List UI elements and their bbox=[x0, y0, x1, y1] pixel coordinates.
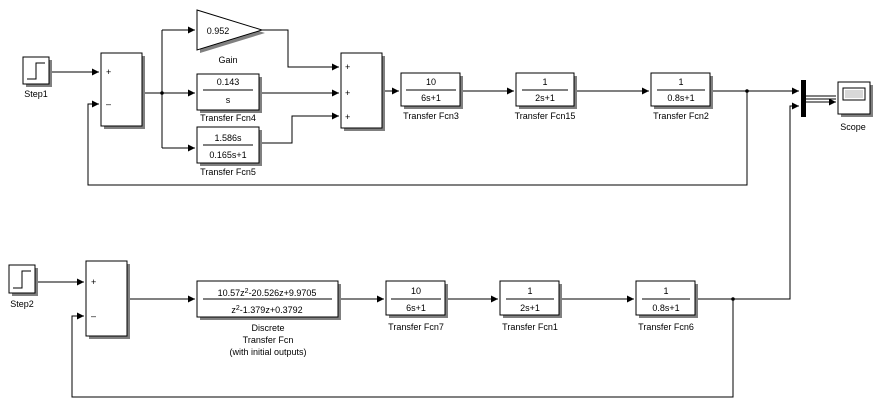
step2-block[interactable]: Step2 bbox=[8, 264, 38, 309]
scope-block[interactable]: Scope bbox=[837, 81, 873, 132]
tf15-label: Transfer Fcn15 bbox=[515, 111, 576, 121]
step2-label: Step2 bbox=[10, 299, 34, 309]
gain-block[interactable]: 0.952 Gain bbox=[196, 9, 265, 65]
dtf-label-line2: Transfer Fcn bbox=[243, 335, 294, 345]
tf7-denominator: 6s+1 bbox=[406, 303, 426, 313]
sum-top-block[interactable]: + – bbox=[100, 52, 145, 129]
dtf-denominator: z2-1.379z+0.3792 bbox=[231, 305, 302, 315]
tf5-denominator: 0.165s+1 bbox=[209, 150, 246, 160]
dtf-numerator: 10.57z2-20.526z+9.9705 bbox=[218, 288, 317, 298]
branch-point bbox=[745, 89, 749, 93]
transfer-fcn3-block[interactable]: 10 6s+1 Transfer Fcn3 bbox=[400, 72, 463, 121]
tf6-denominator: 0.8s+1 bbox=[652, 303, 679, 313]
tf6-numerator: 1 bbox=[663, 286, 668, 296]
sum-bottom-block[interactable]: + – bbox=[85, 260, 130, 339]
tf4-numerator: 0.143 bbox=[217, 77, 240, 87]
tf3-numerator: 10 bbox=[426, 77, 436, 87]
branch-point bbox=[160, 91, 164, 95]
sum-bottom-sign-minus: – bbox=[91, 311, 96, 321]
tf3-label: Transfer Fcn3 bbox=[403, 111, 459, 121]
tf2-label: Transfer Fcn2 bbox=[653, 111, 709, 121]
sum-pid-sign: + bbox=[345, 62, 350, 72]
wires-top bbox=[52, 26, 799, 186]
tf15-denominator: 2s+1 bbox=[535, 93, 555, 103]
transfer-fcn5-block[interactable]: 1.586s 0.165s+1 Transfer Fcn5 bbox=[196, 126, 262, 177]
gain-value: 0.952 bbox=[207, 26, 230, 36]
tf3-denominator: 6s+1 bbox=[421, 93, 441, 103]
sum-top-sign-plus: + bbox=[106, 67, 111, 77]
dtf-label-line3: (with initial outputs) bbox=[229, 347, 306, 357]
sum-bottom-sign-plus: + bbox=[91, 277, 96, 287]
mux-block[interactable] bbox=[801, 80, 836, 117]
transfer-fcn6-block[interactable]: 1 0.8s+1 Transfer Fcn6 bbox=[635, 280, 698, 332]
tf4-label: Transfer Fcn4 bbox=[200, 113, 256, 123]
tf1-label: Transfer Fcn1 bbox=[502, 322, 558, 332]
tf5-numerator: 1.586s bbox=[214, 133, 242, 143]
branch-point bbox=[731, 297, 735, 301]
tf6-label: Transfer Fcn6 bbox=[638, 322, 694, 332]
sum-pid-block[interactable]: + + + bbox=[340, 52, 385, 131]
tf1-numerator: 1 bbox=[527, 286, 532, 296]
tf15-numerator: 1 bbox=[542, 77, 547, 87]
discrete-transfer-fcn-block[interactable]: 10.57z2-20.526z+9.9705 z2-1.379z+0.3792 … bbox=[196, 280, 341, 357]
tf7-label: Transfer Fcn7 bbox=[388, 322, 444, 332]
transfer-fcn15-block[interactable]: 1 2s+1 Transfer Fcn15 bbox=[515, 72, 577, 121]
step1-block[interactable]: Step1 bbox=[22, 56, 52, 99]
tf7-numerator: 10 bbox=[411, 286, 421, 296]
tf2-denominator: 0.8s+1 bbox=[667, 93, 694, 103]
transfer-fcn1-block[interactable]: 1 2s+1 Transfer Fcn1 bbox=[499, 280, 562, 332]
transfer-fcn2-block[interactable]: 1 0.8s+1 Transfer Fcn2 bbox=[650, 72, 713, 121]
transfer-fcn7-block[interactable]: 10 6s+1 Transfer Fcn7 bbox=[385, 280, 448, 332]
sum-pid-sign: + bbox=[345, 112, 350, 122]
wires-bottom bbox=[38, 102, 799, 398]
tf1-denominator: 2s+1 bbox=[520, 303, 540, 313]
tf4-denominator: s bbox=[226, 95, 231, 105]
tf2-numerator: 1 bbox=[678, 77, 683, 87]
sum-top-sign-minus: – bbox=[106, 99, 111, 109]
sum-pid-sign: + bbox=[345, 88, 350, 98]
transfer-fcn4-block[interactable]: 0.143 s Transfer Fcn4 bbox=[196, 73, 262, 123]
scope-label: Scope bbox=[840, 122, 866, 132]
gain-label: Gain bbox=[218, 55, 237, 65]
tf5-label: Transfer Fcn5 bbox=[200, 167, 256, 177]
step1-label: Step1 bbox=[24, 89, 48, 99]
dtf-label-line1: Discrete bbox=[251, 323, 284, 333]
